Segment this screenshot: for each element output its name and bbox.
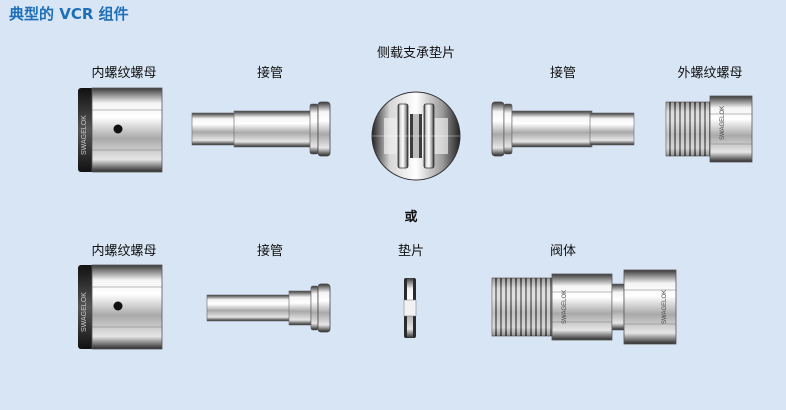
label-gland-row2: 接管 (256, 244, 284, 259)
gland-right-image-row1 (491, 101, 635, 157)
label-body-row2: 阀体 (549, 244, 577, 259)
label-female-nut-row1: 内螺纹螺母 (91, 66, 157, 81)
male-nut-image-row1: SWAGELOK (665, 95, 753, 163)
brand-stamp: SWAGELOK (720, 106, 726, 140)
label-retainer-gasket-row1: 侧载支承垫片 (376, 46, 456, 61)
label-gasket-row2: 垫片 (397, 244, 425, 259)
brand-stamp: SWAGELOK (562, 290, 568, 324)
gland-left-image-row1 (191, 101, 331, 157)
label-male-nut-row1: 外螺纹螺母 (677, 66, 743, 81)
retainer-gasket-image-row1 (371, 91, 461, 181)
label-gland-right-row1: 接管 (549, 66, 577, 81)
page-title: 典型的 VCR 组件 (9, 5, 129, 23)
body-image-row2: SWAGELOK SWAGELOK (491, 269, 677, 345)
separator-or: 或 (404, 210, 418, 225)
brand-stamp: SWAGELOK (81, 115, 88, 155)
brand-stamp: SWAGELOK (81, 292, 88, 332)
label-gland-left-row1: 接管 (256, 66, 284, 81)
gland-image-row2 (206, 283, 331, 333)
brand-stamp: SWAGELOK (662, 290, 668, 324)
female-nut-image-row2: SWAGELOK (78, 264, 163, 350)
gasket-image-row2 (403, 278, 417, 338)
label-female-nut-row2: 内螺纹螺母 (91, 244, 157, 259)
female-nut-image-row1: SWAGELOK (78, 87, 163, 173)
